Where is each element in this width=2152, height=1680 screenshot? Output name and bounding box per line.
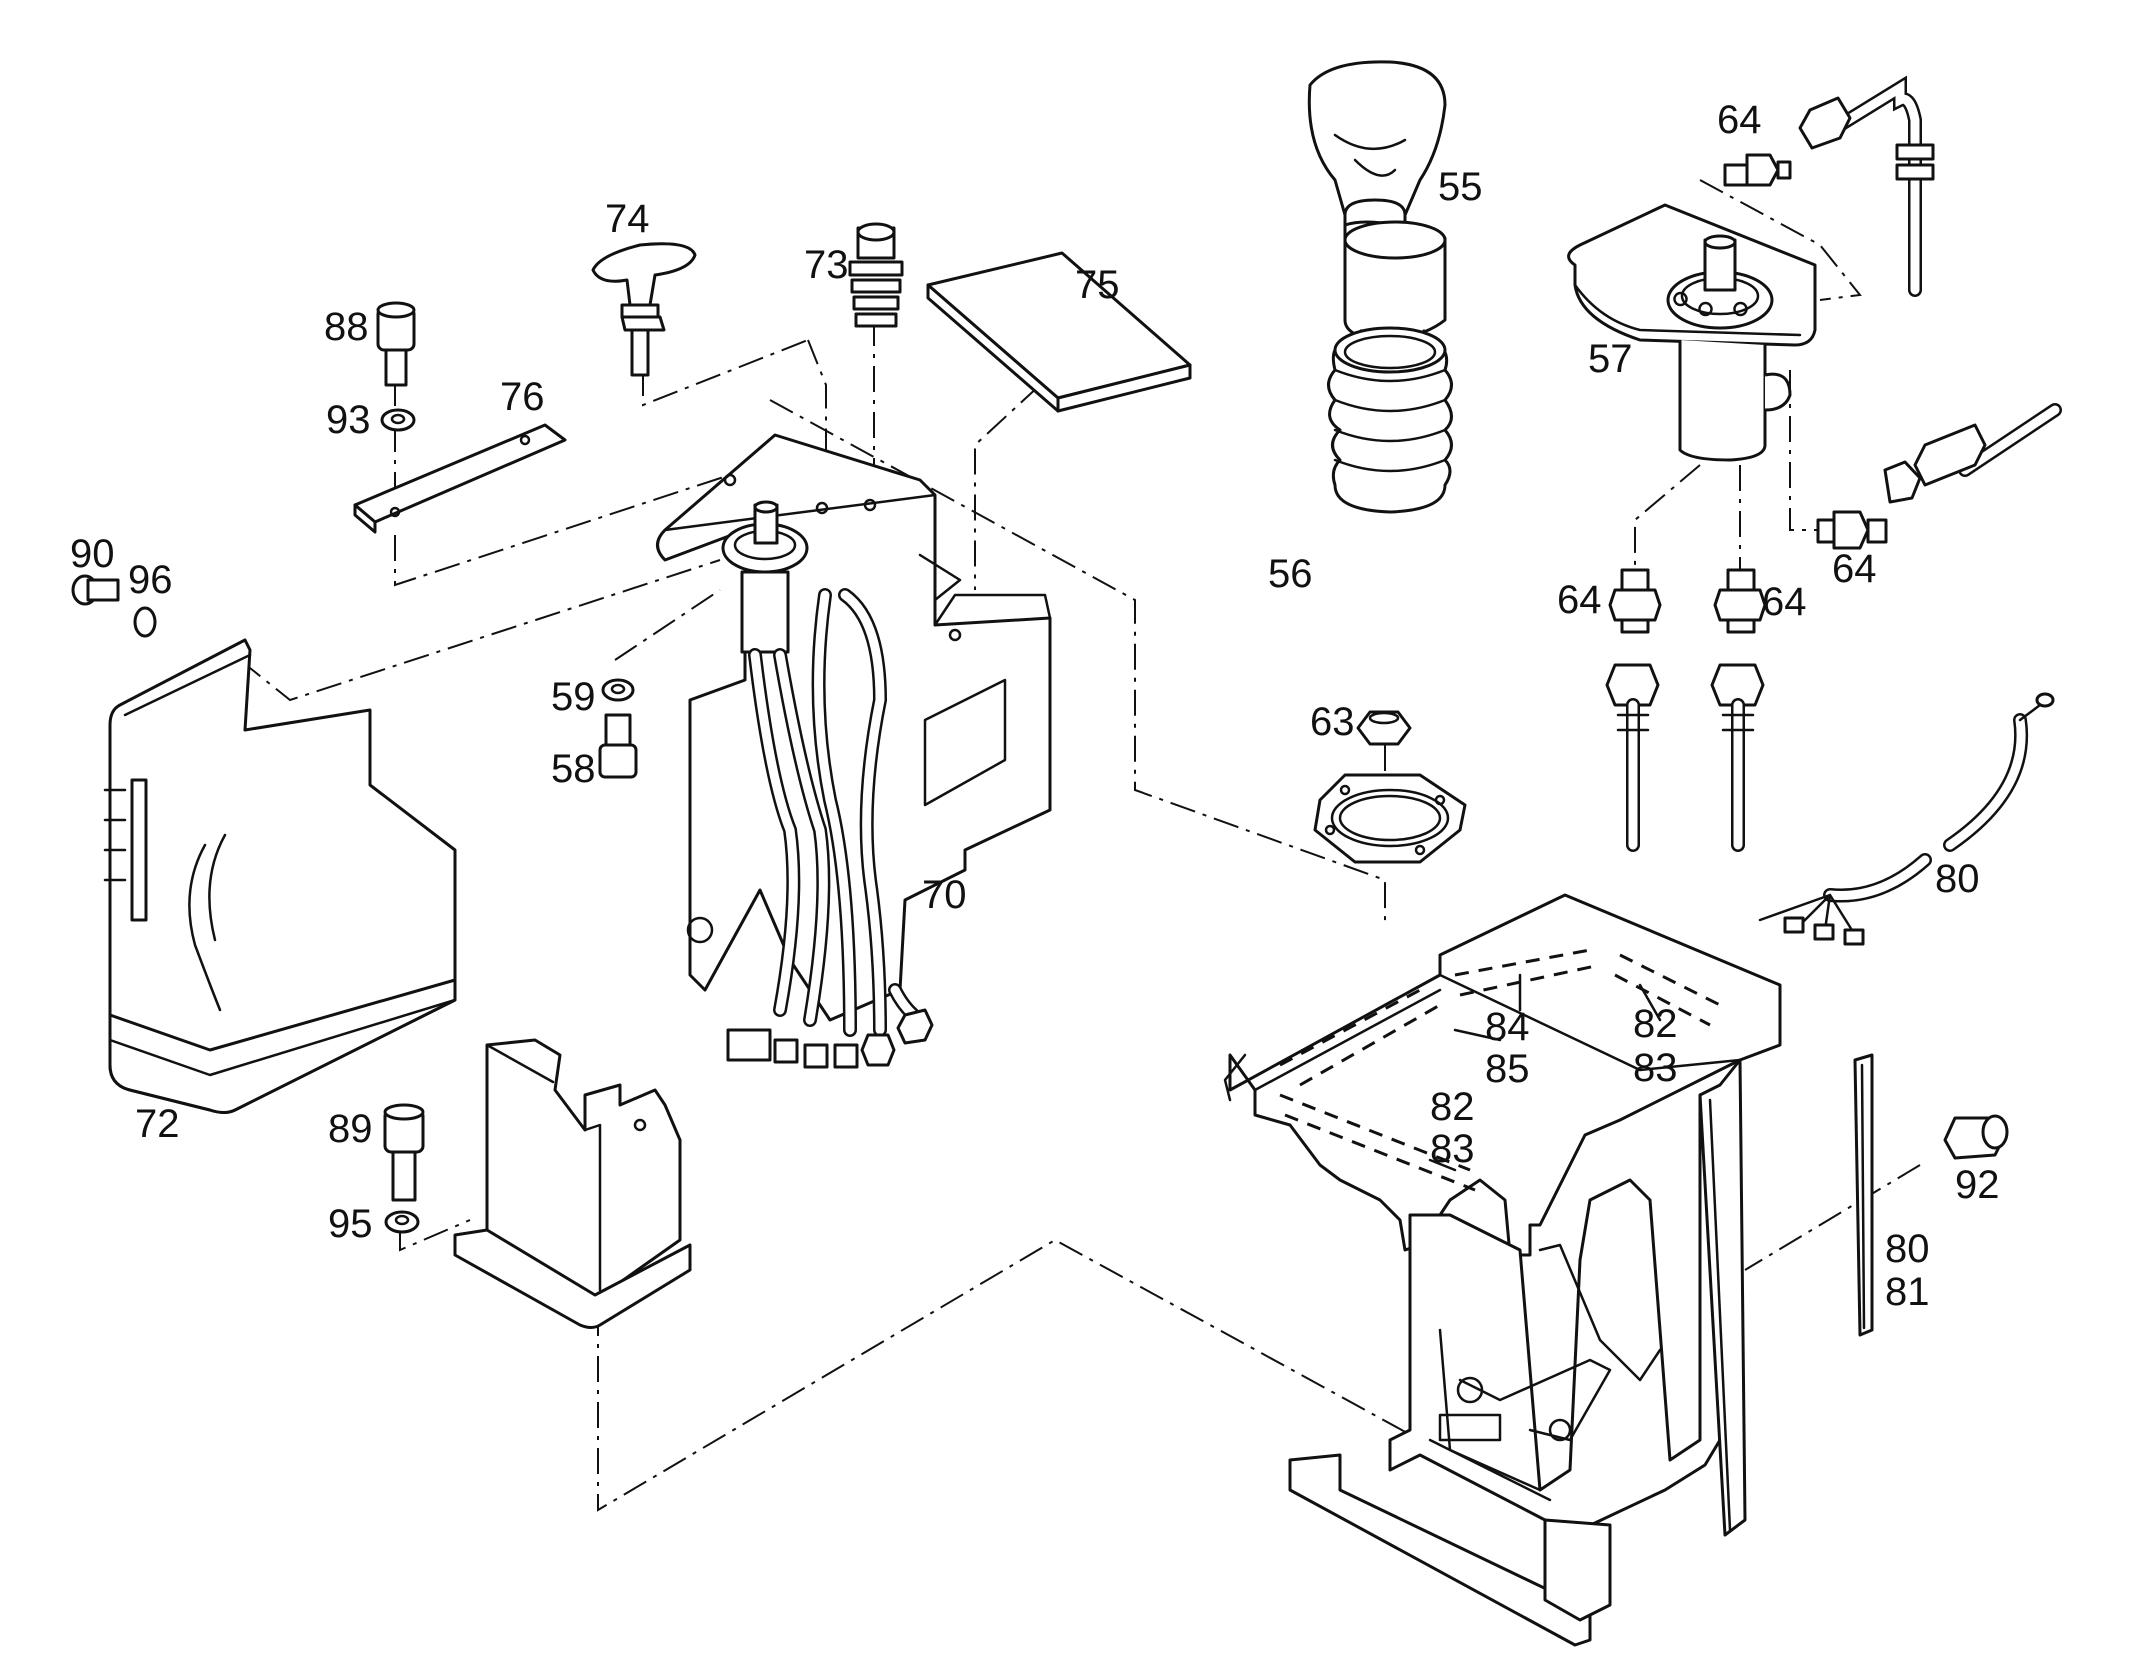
screw-89 [383, 1103, 425, 1202]
joystick-grip-55 [1307, 60, 1447, 402]
callout-64: 64 [1762, 580, 1807, 624]
callout-82: 82 [1633, 1002, 1678, 1046]
callout-58: 58 [551, 747, 596, 791]
pilot-valve-57 [1567, 203, 1817, 462]
callout-59: 59 [551, 675, 596, 719]
callout-57: 57 [1588, 337, 1633, 381]
hose-left [1605, 663, 1660, 852]
callout-55: 55 [1438, 165, 1483, 209]
callout-56: 56 [1268, 552, 1313, 596]
callout-81: 81 [1885, 1270, 1930, 1314]
console-70 [656, 433, 1052, 1069]
callout-85: 85 [1485, 1047, 1530, 1091]
callout-88: 88 [324, 305, 369, 349]
washer-95 [384, 1210, 420, 1234]
cab-frame [1223, 893, 1782, 1647]
hydraulic-pipe-top [1798, 75, 1935, 297]
callout-80: 80 [1885, 1227, 1930, 1271]
callout-63: 63 [1310, 700, 1355, 744]
callout-72: 72 [135, 1102, 180, 1146]
callout-64: 64 [1832, 547, 1877, 591]
callout-92: 92 [1955, 1163, 2000, 1207]
hose-right [1883, 403, 2062, 504]
fitting-64-top [1723, 153, 1792, 187]
callout-80: 80 [1935, 857, 1980, 901]
base-support [453, 1038, 692, 1329]
bolt-90 [71, 574, 120, 606]
nut-63 [1356, 710, 1412, 746]
callout-76: 76 [500, 375, 545, 419]
assembly-leader-lines [239, 179, 1921, 1512]
callout-70: 70 [922, 873, 967, 917]
callout-82: 82 [1430, 1085, 1475, 1129]
callout-74: 74 [605, 197, 650, 241]
plate-76 [353, 423, 567, 534]
callout-labels: 55 64 74 73 75 88 57 76 93 56 64 90 96 6… [70, 98, 2000, 1314]
cap-nut-92 [1943, 1114, 2009, 1160]
screw-88 [376, 301, 416, 387]
t-handle-74 [591, 242, 697, 377]
flange-plate [1313, 773, 1467, 864]
pad-75 [926, 251, 1192, 413]
wiring-harness-80 [1758, 692, 2055, 946]
callout-95: 95 [328, 1202, 373, 1246]
switch-73 [848, 222, 904, 328]
ring-96 [133, 606, 157, 638]
callout-89: 89 [328, 1107, 373, 1151]
callout-83: 83 [1633, 1046, 1678, 1090]
callout-64: 64 [1557, 578, 1602, 622]
fitting-64-right [1816, 510, 1888, 550]
washer-59 [601, 678, 635, 702]
screw-58 [598, 713, 638, 779]
hose-center [1710, 663, 1765, 852]
callout-73: 73 [804, 243, 849, 287]
callout-75: 75 [1075, 263, 1120, 307]
callout-96: 96 [128, 558, 173, 602]
callout-90: 90 [70, 532, 115, 576]
fitting-64-left [1608, 568, 1662, 634]
fitting-64-center [1713, 568, 1767, 634]
cover-72 [103, 638, 457, 1114]
callout-93: 93 [326, 398, 371, 442]
callout-83: 83 [1430, 1127, 1475, 1171]
callout-84: 84 [1485, 1005, 1530, 1049]
strip-80-81 [1853, 1053, 1874, 1337]
washer-93 [380, 408, 416, 432]
rubber-boot-56 [1327, 326, 1453, 514]
callout-64: 64 [1717, 98, 1762, 142]
